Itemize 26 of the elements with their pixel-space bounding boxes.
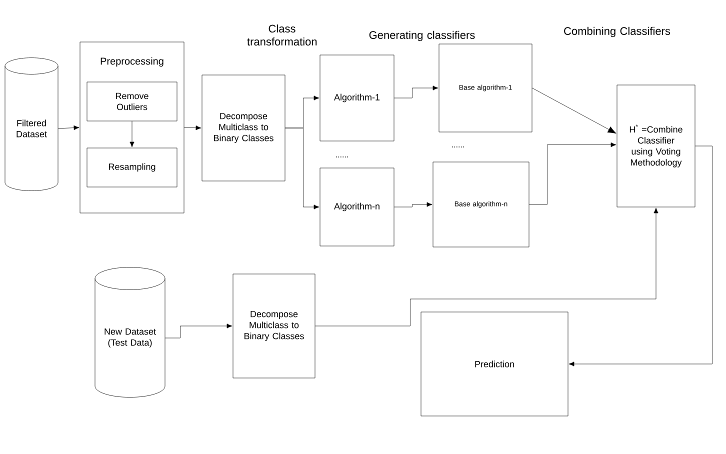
column-heading: Class transformation	[247, 24, 317, 46]
database-cylinder: New Dataset (Test Data)	[94, 267, 166, 398]
arrow	[130, 121, 134, 148]
arrow	[568, 146, 712, 366]
arrow	[532, 88, 616, 134]
process-box: Prediction	[420, 312, 568, 416]
arrow	[285, 128, 320, 210]
arrow	[315, 208, 658, 326]
arrow	[58, 125, 80, 130]
ellipsis: ......	[452, 146, 464, 148]
database-cylinder: Filtered Dataset	[4, 58, 58, 191]
process-box: Remove Outliers	[86, 82, 178, 122]
process-box: Decompose Multiclass to Binary Classes	[232, 274, 316, 378]
arrow	[184, 126, 202, 130]
arrow	[529, 142, 616, 205]
process-box: Decompose Multiclass to Binary Classes	[202, 74, 286, 182]
arrow	[394, 202, 432, 208]
ellipsis: ......	[336, 156, 348, 158]
process-box: Algorithm-1	[320, 54, 394, 142]
arrow	[165, 324, 232, 338]
arrow	[394, 86, 438, 98]
process-box: Resampling	[86, 148, 178, 188]
process-box: Algorithm-n	[320, 168, 394, 246]
process-box: H$^{*}$ =Combine Classifier using Voting Methodology	[616, 84, 696, 208]
column-heading: Generating classifiers	[369, 30, 475, 42]
column-heading: Combining Classifiers	[564, 26, 670, 38]
